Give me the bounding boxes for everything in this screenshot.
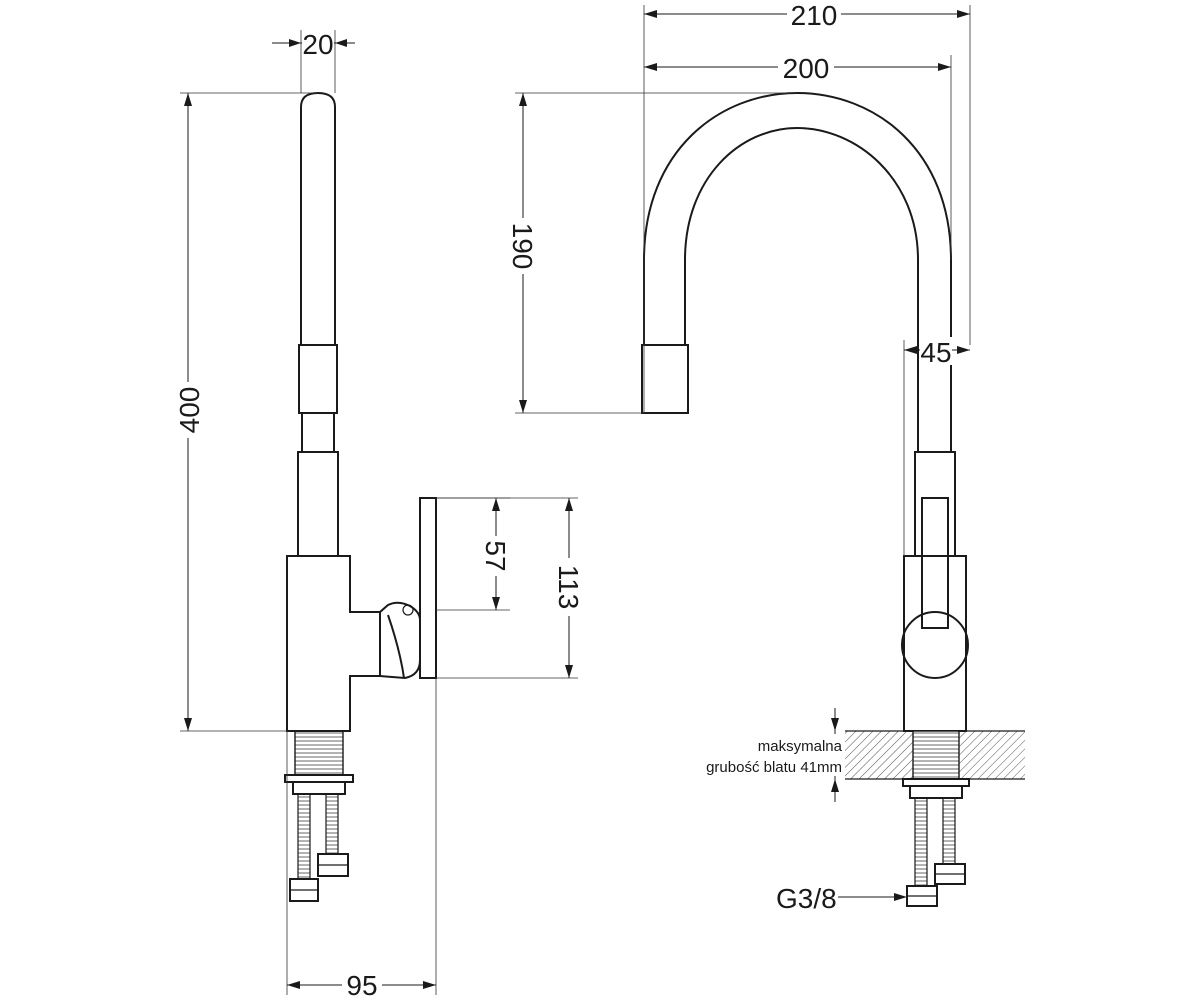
side-lever-curve	[387, 614, 405, 679]
dim-95-label: 95	[346, 970, 377, 1000]
dim-20: 20	[272, 29, 355, 93]
dim-400: 400	[174, 92, 318, 732]
dim-45-label: 45	[920, 337, 951, 368]
dim-200-label: 200	[783, 53, 830, 84]
front-spout-outer	[643, 91, 952, 452]
thread-callout: G3/8	[776, 883, 907, 914]
front-supply-hoses	[906, 797, 966, 907]
dim-190-label: 190	[507, 223, 538, 270]
front-washer	[902, 778, 970, 787]
side-spout-tube	[300, 91, 336, 345]
dim-113: 113	[436, 497, 584, 679]
side-body	[286, 555, 381, 732]
side-lever-screw	[402, 604, 414, 616]
side-supply-hoses	[289, 793, 349, 902]
dim-190: 190	[507, 92, 797, 414]
side-lower-tube	[297, 451, 339, 557]
side-lever-plate	[419, 497, 437, 679]
side-spout-ferrule	[298, 344, 338, 414]
countertop-thickness-dim: maksymalna grubość blatu 41mm	[700, 708, 843, 802]
dim-45: 45	[903, 337, 970, 556]
dim-95: 95	[286, 678, 437, 1000]
side-washer	[284, 774, 354, 783]
side-threaded-shank	[294, 730, 344, 776]
dim-57-label: 57	[480, 540, 511, 571]
dim-20-label: 20	[302, 29, 333, 60]
dim-210-label: 210	[791, 0, 838, 31]
front-view: 210 200 190 45	[507, 0, 1025, 914]
front-spout-inner	[684, 126, 919, 452]
dim-200: 200	[644, 53, 952, 260]
dim-113-label: 113	[553, 565, 584, 610]
side-neck	[301, 413, 335, 452]
side-view: 20 400 57	[174, 29, 584, 1000]
countertop-note-line2: grubość blatu 41mm	[706, 759, 842, 776]
countertop-note-line1: maksymalna	[758, 738, 843, 755]
front-lever-hub	[901, 611, 969, 679]
dim-210: 210	[643, 0, 971, 413]
front-threaded-shank	[912, 730, 960, 780]
thread-label: G3/8	[776, 883, 837, 914]
side-nut	[292, 781, 346, 795]
side-lever-hub	[379, 601, 421, 680]
front-nut	[909, 785, 963, 799]
front-body	[903, 555, 967, 732]
dim-400-label: 400	[174, 387, 205, 434]
front-spout-outlet	[641, 344, 689, 414]
front-lever-handle	[921, 497, 949, 629]
dim-57: 57	[436, 497, 511, 611]
